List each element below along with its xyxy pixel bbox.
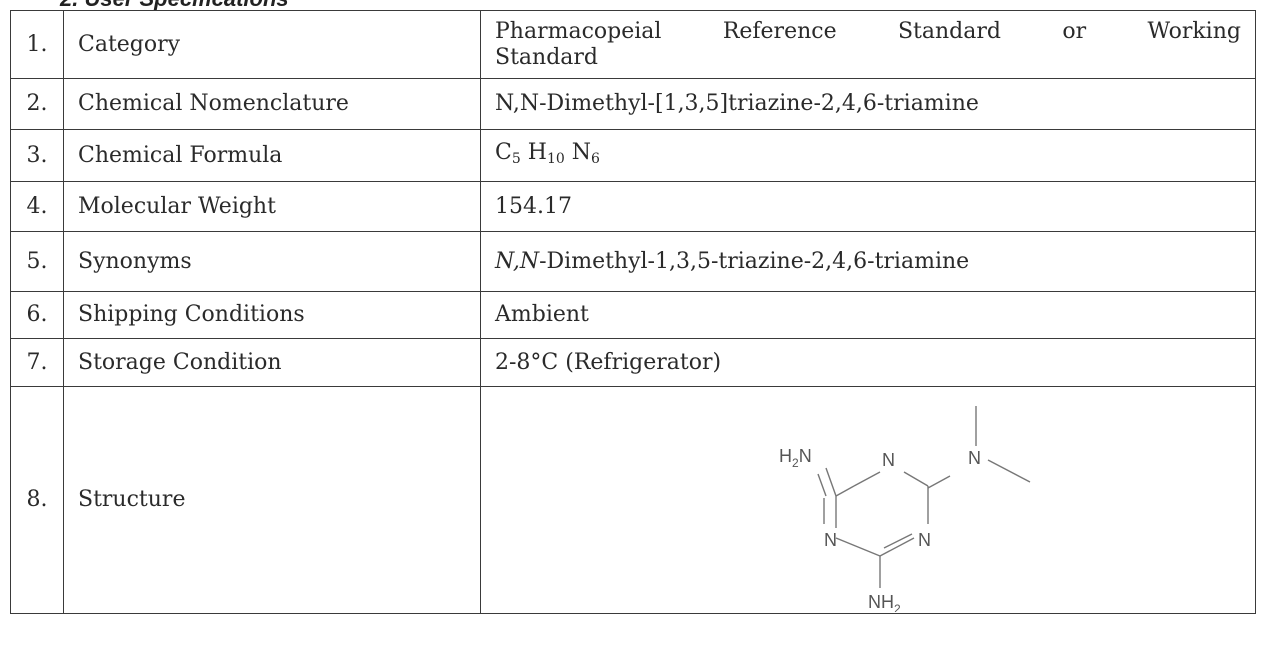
row-label-category: Category [63, 10, 481, 79]
category-word: or [1062, 18, 1087, 44]
bond [853, 471, 881, 487]
row-value-nomenclature: N,N-Dimethyl-[1,3,5]triazine-2,4,6-triam… [480, 78, 1256, 130]
atom-label-ring-n: N [918, 530, 931, 550]
formula-h: H [527, 139, 547, 165]
bond [903, 471, 929, 487]
row-value-shipping: Ambient [480, 291, 1256, 339]
bond [883, 533, 913, 549]
formula-c-count: 5 [511, 150, 521, 167]
table-row: 3. Chemical Formula C5 H10 N6 [10, 129, 1256, 182]
table-row: 5. Synonyms N,N-Dimethyl-1,3,5-triazine-… [10, 231, 1256, 292]
atom-label-h2n: H2N [779, 446, 812, 470]
specifications-table: 1. Category Pharmacopeial Reference Stan… [10, 10, 1256, 614]
row-number: 6. [10, 291, 64, 339]
formula-n-count: 6 [591, 150, 600, 167]
row-label-molecular-weight: Molecular Weight [63, 181, 481, 232]
table-row: 1. Category Pharmacopeial Reference Stan… [10, 10, 1256, 79]
table-row: 8. Structure H [10, 386, 1256, 614]
row-number: 7. [10, 338, 64, 387]
synonym-prefix: N,N [495, 248, 540, 274]
category-word: Pharmacopeial [495, 18, 662, 44]
row-label-structure: Structure [63, 386, 481, 614]
category-word: Standard [897, 18, 1001, 44]
row-label-synonyms: Synonyms [63, 231, 481, 292]
row-number: 4. [10, 181, 64, 232]
row-label-nomenclature: Chemical Nomenclature [63, 78, 481, 130]
bond [835, 537, 881, 557]
row-value-formula: C5 H10 N6 [480, 129, 1256, 182]
formula-n: N [571, 139, 592, 165]
atom-label-nh2: NH2 [868, 592, 901, 612]
row-label-storage: Storage Condition [63, 338, 481, 387]
atom-label-ring-n: N [824, 530, 837, 550]
formula-h-count: 10 [546, 150, 565, 167]
table-row: 7. Storage Condition 2-8°C (Refrigerator… [10, 338, 1256, 387]
table-row: 4. Molecular Weight 154.17 [10, 181, 1256, 232]
category-word: Working [1147, 18, 1241, 44]
section-heading: 2. User Specifications [60, 0, 289, 12]
category-line2: Standard [495, 44, 598, 70]
bond [817, 473, 827, 497]
row-number: 3. [10, 129, 64, 182]
bond [879, 537, 915, 557]
formula-c: C [495, 139, 512, 165]
row-value-storage: 2-8°C (Refrigerator) [480, 338, 1256, 387]
row-value-category: Pharmacopeial Reference Standard or Work… [480, 10, 1256, 79]
row-number: 5. [10, 231, 64, 292]
row-number: 1. [10, 10, 64, 79]
row-label-shipping: Shipping Conditions [63, 291, 481, 339]
bond [825, 467, 837, 497]
bond [987, 459, 1031, 483]
atom-label-ring-n: N [882, 450, 895, 470]
category-word: Reference [722, 18, 837, 44]
row-value-synonyms: N,N-Dimethyl-1,3,5-triazine-2,4,6-triami… [480, 231, 1256, 292]
row-number: 8. [10, 386, 64, 614]
row-number: 2. [10, 78, 64, 130]
bond [835, 485, 855, 497]
table-row: 2. Chemical Nomenclature N,N-Dimethyl-[1… [10, 78, 1256, 130]
bond [927, 475, 951, 489]
table-row: 6. Shipping Conditions Ambient [10, 291, 1256, 339]
row-value-molecular-weight: 154.17 [480, 181, 1256, 232]
synonym-rest: -Dimethyl-1,3,5-triazine-2,4,6-triamine [539, 248, 970, 274]
atom-label-dimethylamino-n: N [968, 448, 981, 468]
row-value-structure: H2N N N N N NH2 [480, 386, 1256, 614]
row-label-formula: Chemical Formula [63, 129, 481, 182]
chemical-structure-diagram: H2N N N N N NH2 [779, 406, 1031, 612]
